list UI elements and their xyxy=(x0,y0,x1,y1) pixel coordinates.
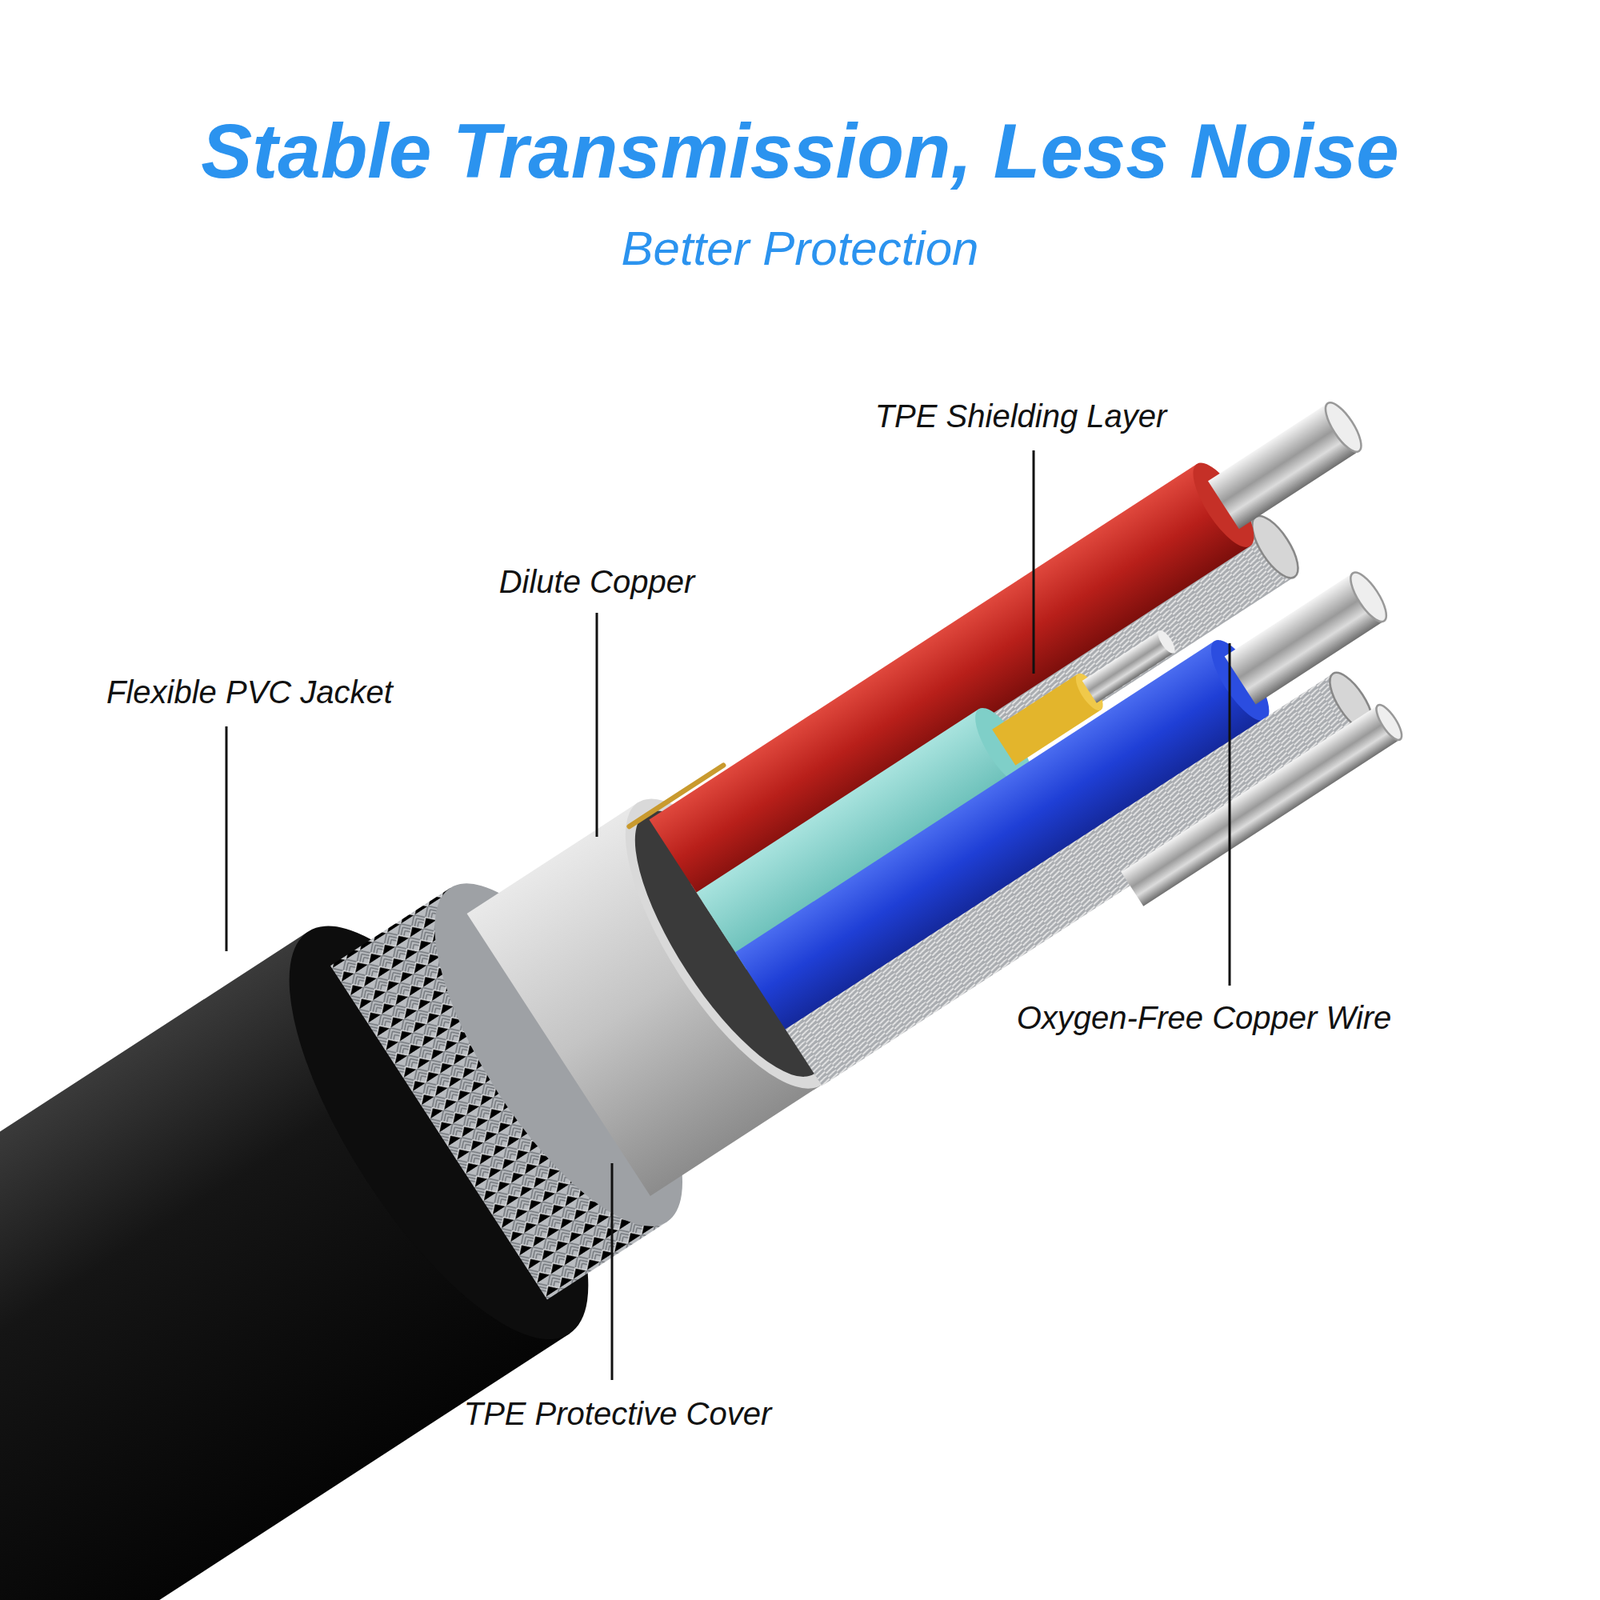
leader-line xyxy=(596,612,599,837)
part-label: TPE Protective Cover xyxy=(464,1396,772,1432)
leader-line xyxy=(1032,450,1036,674)
leader-line xyxy=(225,726,228,952)
title: Stable Transmission, Less Noise xyxy=(200,107,1399,196)
part-label: Flexible PVC Jacket xyxy=(106,674,393,711)
leader-line xyxy=(1228,643,1232,986)
subtitle: Better Protection xyxy=(621,220,980,276)
part-label: Oxygen-Free Copper Wire xyxy=(1016,1000,1392,1036)
part-label: TPE Shielding Layer xyxy=(875,398,1168,435)
part-label: Dilute Copper xyxy=(499,564,696,600)
leader-line xyxy=(611,1163,614,1380)
